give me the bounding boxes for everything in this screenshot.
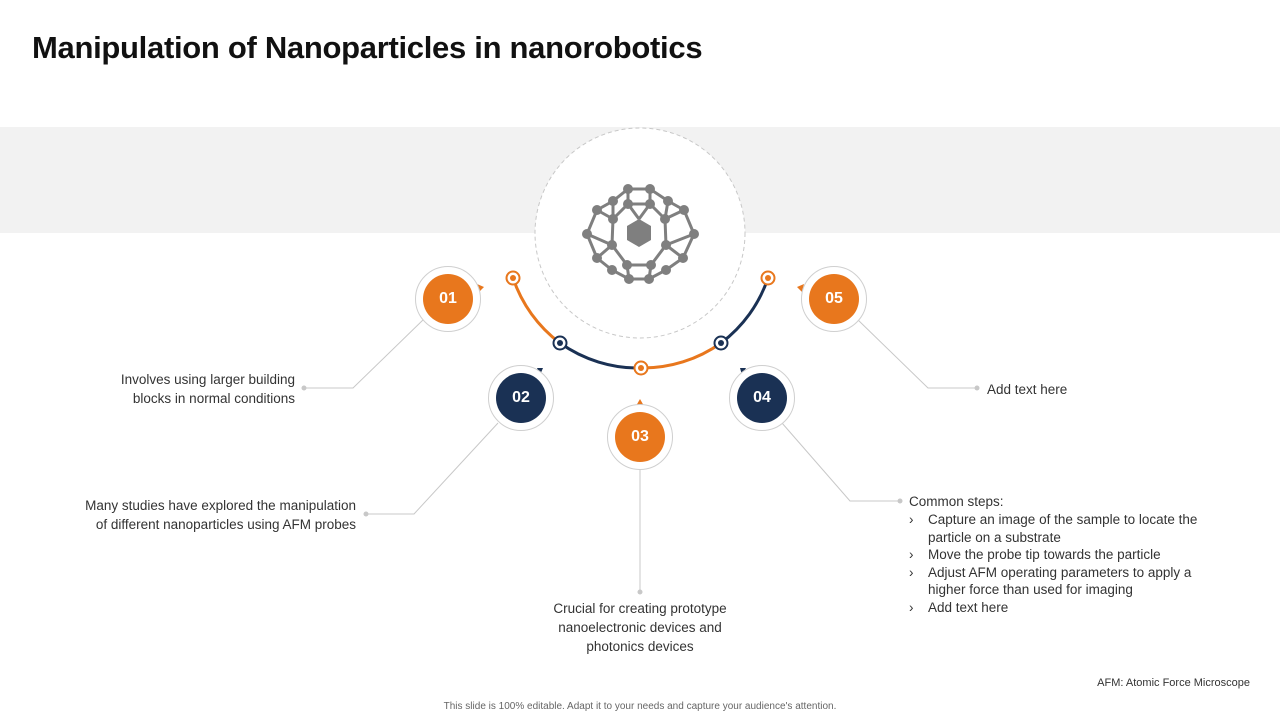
step-05-number: 05 (809, 274, 859, 324)
connector-dots (301, 385, 980, 595)
chevron-right-icon: › (909, 599, 914, 615)
arc-segment-3 (640, 341, 722, 370)
nanoparticle-molecule-icon (582, 184, 699, 284)
step-04-heading: Common steps: (909, 494, 1004, 509)
chevron-right-icon: › (909, 547, 914, 562)
step-05-text: Add text here (987, 382, 1068, 397)
step-05-badge: 05 (801, 266, 867, 332)
afm-footnote: AFM: Atomic Force Microscope (1097, 677, 1250, 689)
arc-node-1 (505, 270, 521, 286)
step-01-number: 01 (423, 274, 473, 324)
slide-footer-note: This slide is 100% editable. Adapt it to… (443, 701, 837, 712)
arc-node-3 (633, 360, 649, 376)
step-04-number: 04 (737, 373, 787, 423)
step-01-text: Involves using larger building blocks in… (120, 372, 295, 406)
chevron-right-icon: › (909, 564, 914, 580)
step-04-badge: 04 (729, 365, 795, 431)
arc-node-5 (760, 270, 776, 286)
step-03-text: Crucial for creating prototype nanoelect… (553, 601, 727, 654)
step-04-text: Common steps: ›Capture an image of the s… (909, 492, 1209, 616)
arc-node-4 (713, 335, 729, 351)
arc-node-2 (552, 335, 568, 351)
list-item: ›Add text here (909, 599, 1009, 615)
step-03-badge: 03 (607, 404, 673, 470)
step-01-badge: 01 (415, 266, 481, 332)
list-item: ›Adjust AFM operating parameters to appl… (909, 564, 1192, 598)
connector-lines (304, 317, 977, 592)
step-02-number: 02 (496, 373, 546, 423)
chevron-right-icon: › (909, 512, 914, 527)
step-02-badge: 02 (488, 365, 554, 431)
step-02-text: Many studies have explored the manipulat… (85, 498, 356, 532)
slide-title: Manipulation of Nanoparticles in nanorob… (32, 30, 703, 65)
arc-segment-2 (559, 341, 642, 370)
list-item: ›Capture an image of the sample to locat… (909, 512, 1198, 545)
step-03-number: 03 (615, 412, 665, 462)
list-item: ›Move the probe tip towards the particle (909, 547, 1161, 562)
arc-segment-1 (511, 277, 561, 345)
step-04-bullet-list: ›Capture an image of the sample to locat… (909, 511, 1209, 616)
arc-segment-4 (720, 277, 770, 345)
